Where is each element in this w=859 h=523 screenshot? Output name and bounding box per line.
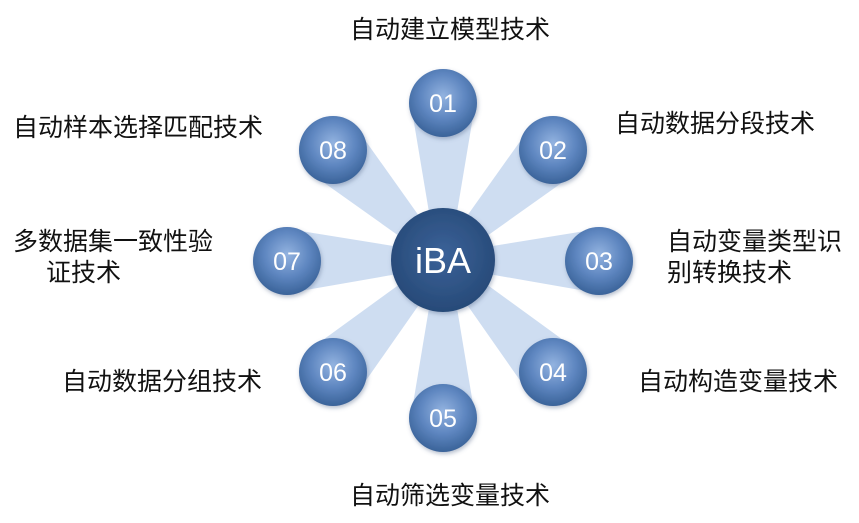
node-circle-01 xyxy=(409,69,477,137)
node-circle-04 xyxy=(519,338,587,406)
label-node-05: 自动筛选变量技术 xyxy=(350,481,551,510)
label-node-07: 多数据集一致性验 证技术 xyxy=(13,226,213,288)
ray-01 xyxy=(410,103,476,260)
label-node-07-line2: 证技术 xyxy=(46,258,122,287)
label-node-07-line1: 多数据集一致性验 xyxy=(13,227,214,256)
hub-label: iBA xyxy=(415,240,471,281)
node-number-06: 06 xyxy=(319,359,347,387)
node-circle-05 xyxy=(409,384,477,452)
label-node-06: 自动数据分组技术 xyxy=(62,367,263,396)
node-06: 06 xyxy=(299,338,367,406)
node-circle-07 xyxy=(253,227,321,295)
label-node-01: 自动建立模型技术 xyxy=(350,15,551,44)
label-node-03-line1: 自动变量类型识 xyxy=(667,227,843,256)
node-number-03: 03 xyxy=(585,248,613,276)
node-07: 07 xyxy=(253,227,321,295)
label-node-02: 自动数据分段技术 xyxy=(615,109,816,138)
ray-03 xyxy=(442,228,600,294)
ray-05 xyxy=(410,260,476,418)
node-circle-06 xyxy=(299,338,367,406)
node-number-07: 07 xyxy=(273,248,301,276)
label-node-08: 自动样本选择匹配技术 xyxy=(13,113,264,142)
node-circle-08 xyxy=(299,116,367,184)
node-02: 02 xyxy=(519,116,587,184)
node-number-01: 01 xyxy=(429,90,457,118)
label-node-03-line2: 别转换技术 xyxy=(667,258,793,287)
node-number-02: 02 xyxy=(539,137,567,165)
node-circle-02 xyxy=(519,116,587,184)
node-08: 08 xyxy=(299,116,367,184)
node-01: 01 xyxy=(409,69,477,137)
node-05: 05 xyxy=(409,384,477,452)
node-03: 03 xyxy=(565,227,633,295)
node-number-05: 05 xyxy=(429,405,457,433)
node-04: 04 xyxy=(519,338,587,406)
label-node-04: 自动构造变量技术 xyxy=(638,367,839,396)
label-node-03: 自动变量类型识 别转换技术 xyxy=(667,226,842,288)
hub-circle: iBA xyxy=(391,208,495,312)
node-number-04: 04 xyxy=(539,359,567,387)
ray-07 xyxy=(286,228,444,294)
node-circle-03 xyxy=(565,227,633,295)
node-number-08: 08 xyxy=(319,137,347,165)
